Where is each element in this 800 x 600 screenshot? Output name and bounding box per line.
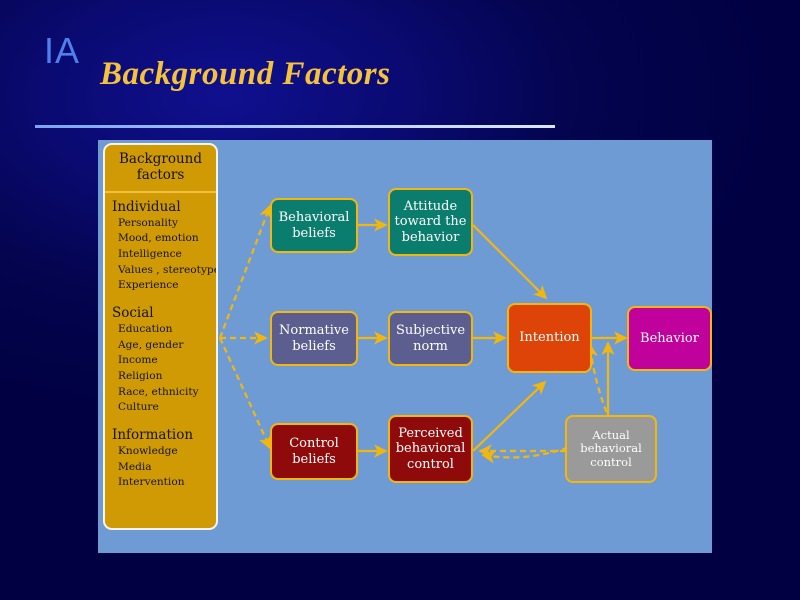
wire-factors-to-behavioral <box>218 204 272 339</box>
node-label-line2: behavioral <box>395 441 466 457</box>
node-label-line1: Subjective <box>395 323 466 339</box>
page-title: Background Factors <box>100 56 391 92</box>
node-actual-behavioral-control[interactable]: Actual behavioral control <box>565 415 657 483</box>
wire-perceived-to-intention <box>472 380 547 452</box>
node-label-line1: Behavior <box>640 330 699 346</box>
sidebar-group-title: Information <box>112 426 194 443</box>
node-label-line3: control <box>407 456 454 472</box>
sidebar-header: Background factors <box>105 145 216 190</box>
background-factors-sidebar: Background factors Individual Personalit… <box>103 143 218 530</box>
sidebar-item-personality: Personality <box>118 216 178 229</box>
node-attitude-toward-behavior[interactable]: Attitude toward the behavior <box>388 188 473 256</box>
sidebar-item-culture: Culture <box>118 401 159 414</box>
sidebar-item-values: Values , stereotypes <box>118 263 218 276</box>
sidebar-item-intervention: Intervention <box>118 476 185 489</box>
diagram-panel: Background factors Individual Personalit… <box>98 140 712 553</box>
node-label-line1: Control <box>289 436 339 452</box>
node-label-line1: Normative <box>279 323 349 339</box>
sidebar-header-line2: factors <box>136 166 185 183</box>
sidebar-item-age-gender: Age, gender <box>118 338 184 351</box>
node-label-line1: Behavioral <box>278 210 350 226</box>
node-label-line1: Perceived <box>398 426 463 441</box>
node-label-line2: norm <box>413 338 448 354</box>
node-label-line2: toward the <box>394 214 467 230</box>
node-label-line3: control <box>590 454 632 469</box>
node-label-line2: beliefs <box>292 338 336 354</box>
node-intention[interactable]: Intention <box>507 303 592 373</box>
sidebar-group-individual: Individual Personality Mood, emotion Int… <box>105 199 216 294</box>
node-label-line2: beliefs <box>292 225 336 241</box>
node-label-line1: Actual <box>592 427 630 442</box>
sidebar-divider <box>105 190 216 193</box>
node-label-line2: beliefs <box>292 451 336 467</box>
title-divider <box>35 125 555 128</box>
node-subjective-norm[interactable]: Subjective norm <box>388 311 473 366</box>
sidebar-item-race: Race, ethnicity <box>118 385 199 398</box>
wire-factors-to-control <box>218 337 272 450</box>
node-behavior[interactable]: Behavior <box>627 306 712 371</box>
node-normative-beliefs[interactable]: Normative beliefs <box>270 311 358 366</box>
node-label-line3: behavior <box>401 229 460 245</box>
sidebar-item-intelligence: Intelligence <box>118 248 182 261</box>
node-behavioral-beliefs[interactable]: Behavioral beliefs <box>270 198 358 253</box>
sidebar-item-religion: Religion <box>118 369 163 382</box>
sidebar-item-mood-emotion: Mood, emotion <box>118 232 199 245</box>
sidebar-item-income: Income <box>118 354 158 367</box>
wire-attitude-to-intention <box>472 224 548 300</box>
sidebar-item-education: Education <box>118 322 173 335</box>
sidebar-item-experience: Experience <box>118 279 179 292</box>
sidebar-header-line1: Background <box>119 151 202 167</box>
sidebar-item-media: Media <box>118 460 152 473</box>
sidebar-group-social: Social Education Age, gender Income Reli… <box>105 305 216 416</box>
node-label-line1: Intention <box>519 330 580 346</box>
ia-logo: IA <box>44 30 81 71</box>
sidebar-item-knowledge: Knowledge <box>118 444 178 457</box>
node-label-line2: behavioral <box>580 441 642 456</box>
sidebar-group-information: Information Knowledge Media Intervention <box>105 427 216 491</box>
node-label-line1: Attitude <box>403 199 458 214</box>
sidebar-group-title: Social <box>112 305 154 322</box>
sidebar-group-title: Individual <box>112 198 181 215</box>
node-perceived-behavioral-control[interactable]: Perceived behavioral control <box>388 415 473 483</box>
node-control-beliefs[interactable]: Control beliefs <box>270 423 358 480</box>
